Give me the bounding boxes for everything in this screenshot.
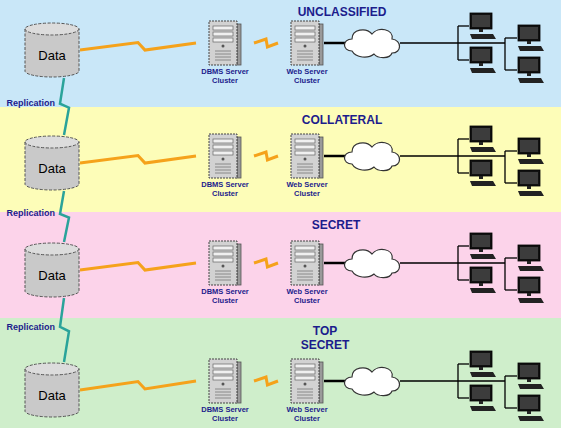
replication-label: Replication — [6, 98, 55, 109]
server-tower — [208, 133, 242, 179]
replication-bolt — [60, 191, 69, 242]
server-tower — [208, 20, 242, 66]
database-cylinder: Data — [24, 22, 80, 78]
edge-label-holder: Replication — [6, 208, 55, 219]
client-network — [324, 126, 544, 196]
dbms-server: DBMS Server Cluster — [196, 20, 254, 85]
web-server: Web Server Cluster — [278, 240, 336, 305]
database-cylinder: Data — [24, 242, 80, 298]
band-title-holder: UNCLASSIFIED — [298, 5, 387, 19]
data-label: Data — [38, 161, 65, 176]
dbms-server: DBMS Server Cluster — [196, 133, 254, 198]
link-bolt — [254, 259, 278, 267]
link-bolt — [80, 263, 196, 271]
server-tower — [290, 240, 324, 286]
web-server: Web Server Cluster — [278, 20, 336, 85]
link-bolt — [80, 43, 196, 51]
server-label: Web Server Cluster — [278, 288, 336, 305]
band-title: TOP SECRET — [295, 324, 355, 352]
server-tower — [208, 240, 242, 286]
band-title-holder: TOP SECRET — [295, 324, 355, 352]
database-cylinder: Data — [24, 135, 80, 191]
dbms-server: DBMS Server Cluster — [196, 358, 254, 423]
band-title: UNCLASSIFIED — [298, 5, 387, 19]
web-server: Web Server Cluster — [278, 133, 336, 198]
server-label: DBMS Server Cluster — [196, 68, 254, 85]
link-bolt — [254, 152, 278, 160]
link-bolt — [254, 39, 278, 47]
client-network — [324, 13, 544, 83]
band-title: SECRET — [312, 218, 361, 232]
server-label: DBMS Server Cluster — [196, 406, 254, 423]
link-bolt — [80, 156, 196, 164]
server-label: DBMS Server Cluster — [196, 181, 254, 198]
database-cylinder: Data — [24, 362, 80, 418]
replication-bolt — [60, 78, 69, 135]
link-bolt — [254, 377, 278, 385]
replication-label: Replication — [6, 322, 55, 333]
band-title: COLLATERAL — [302, 113, 382, 127]
web-server: Web Server Cluster — [278, 358, 336, 423]
server-tower — [290, 20, 324, 66]
dbms-server: DBMS Server Cluster — [196, 240, 254, 305]
client-network — [324, 351, 544, 421]
band-title-holder: SECRET — [312, 218, 361, 232]
band-title-holder: COLLATERAL — [302, 113, 382, 127]
data-label: Data — [38, 268, 65, 283]
data-label: Data — [38, 388, 65, 403]
edge-label-holder: Replication — [6, 322, 55, 333]
server-label: DBMS Server Cluster — [196, 288, 254, 305]
server-tower — [290, 133, 324, 179]
replication-bolt — [60, 298, 69, 362]
server-label: Web Server Cluster — [278, 68, 336, 85]
server-label: Web Server Cluster — [278, 181, 336, 198]
client-network — [324, 233, 544, 303]
replication-label: Replication — [6, 208, 55, 219]
server-label: Web Server Cluster — [278, 406, 336, 423]
security-band: SECRET DataDBMS Server Cluster Web Server … — [0, 212, 561, 318]
edge-label-holder: Replication — [6, 98, 55, 109]
server-tower — [208, 358, 242, 404]
server-tower — [290, 358, 324, 404]
security-band: COLLATERAL DataDBMS Server Cluster Web Ser… — [0, 107, 561, 212]
data-label: Data — [38, 48, 65, 63]
link-bolt — [80, 381, 196, 390]
